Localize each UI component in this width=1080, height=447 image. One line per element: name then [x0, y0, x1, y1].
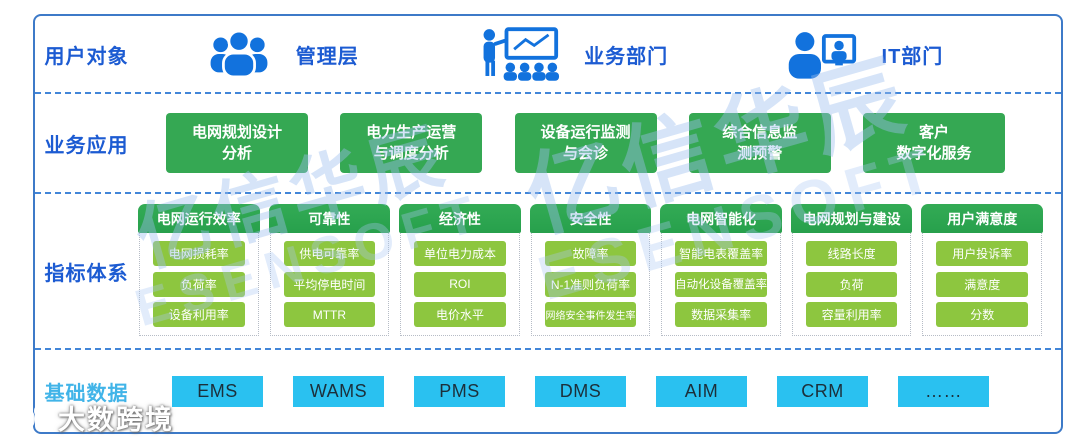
indicator-item: 用户投诉率: [936, 240, 1029, 266]
row-business-applications: 业务应用 电网规划设计 分析 电力生产运营 与调度分析 设备运行监测 与会诊 综…: [35, 94, 1061, 194]
row-label-users: 用户对象: [44, 45, 129, 68]
indicators-content: 电网运行效率 电网损耗率 负荷率 设备利用率 可靠性 供电可靠率 平均停电时间 …: [138, 194, 1061, 348]
indicator-item: 分数: [936, 302, 1029, 328]
indicator-body: 线路长度 负荷 容量利用率: [791, 233, 912, 336]
app-box-info-warning: 综合信息监 测预警: [688, 113, 831, 173]
indicator-column-grid-efficiency: 电网运行效率 电网损耗率 负荷率 设备利用率: [138, 204, 260, 336]
indicator-header: 用户满意度: [921, 204, 1044, 233]
user-group-label: 管理层: [295, 45, 359, 68]
applications-content: 电网规划设计 分析 电力生产运营 与调度分析 设备运行监测 与会诊 综合信息监 …: [138, 94, 1061, 192]
row-label-base-data: 基础数据: [44, 382, 129, 405]
base-box-dms: DMS: [535, 375, 626, 407]
indicator-item: 平均停电时间: [283, 271, 376, 297]
indicator-item: N-1准则负荷率: [544, 271, 637, 297]
indicator-item: 线路长度: [805, 240, 898, 266]
indicator-item: 网络安全事件发生率: [544, 302, 637, 328]
indicator-body: 故障率 N-1准则负荷率 网络安全事件发生率: [530, 233, 651, 336]
base-box-more: ……: [898, 375, 989, 407]
base-box-aim: AIM: [656, 375, 747, 407]
indicator-column-smart-grid: 电网智能化 智能电表覆盖率 自动化设备覆盖率 数据采集率: [660, 204, 782, 336]
app-box-production-dispatch: 电力生产运营 与调度分析: [340, 113, 483, 173]
app-box-grid-planning: 电网规划设计 分析: [166, 113, 308, 173]
user-group-label: 业务部门: [584, 45, 669, 68]
indicator-header: 电网智能化: [660, 204, 782, 233]
indicator-header: 经济性: [399, 204, 521, 233]
indicator-column-user-satisfaction: 用户满意度 用户投诉率 满意度 分数: [921, 204, 1044, 336]
row-base-data: 基础数据 EMS WAMS PMS DMS AIM CRM ……: [35, 350, 1061, 432]
base-box-pms: PMS: [414, 375, 505, 407]
indicator-item: 设备利用率: [153, 302, 245, 328]
indicator-item: 自动化设备覆盖率: [675, 271, 767, 297]
presentation-meeting-icon: [474, 26, 560, 82]
indicator-item: 故障率: [544, 240, 637, 266]
row-user-objects: 用户对象: [35, 16, 1061, 94]
base-box-wams: WAMS: [293, 375, 384, 407]
app-box-customer-digital: 客户 数字化服务: [863, 113, 1005, 173]
indicator-item: 电价水平: [414, 302, 506, 328]
base-data-content: EMS WAMS PMS DMS AIM CRM ……: [138, 350, 1061, 432]
indicator-body: 电网损耗率 负荷率 设备利用率: [139, 233, 259, 336]
user-group-business: 业务部门: [474, 26, 668, 82]
indicator-column-economy: 经济性 单位电力成本 ROI 电价水平: [399, 204, 521, 336]
indicator-item: ROI: [414, 271, 506, 297]
indicator-body: 单位电力成本 ROI 电价水平: [400, 233, 520, 336]
indicator-item: 负荷: [805, 271, 898, 297]
indicator-header: 可靠性: [268, 204, 391, 233]
app-box-equipment-monitoring: 设备运行监测 与会诊: [514, 113, 657, 173]
indicator-header: 安全性: [529, 204, 652, 233]
it-staff-icon: [784, 28, 858, 80]
indicator-header: 电网运行效率: [138, 204, 260, 233]
base-box-crm: CRM: [777, 375, 868, 407]
indicator-item: 单位电力成本: [414, 240, 506, 266]
indicator-body: 供电可靠率 平均停电时间 MTTR: [269, 233, 390, 336]
row-indicator-system: 指标体系 电网运行效率 电网损耗率 负荷率 设备利用率 可靠性 供电可靠率 平均…: [35, 194, 1061, 350]
indicator-item: 供电可靠率: [283, 240, 376, 266]
indicator-column-reliability: 可靠性 供电可靠率 平均停电时间 MTTR: [268, 204, 391, 336]
indicator-header: 电网规划与建设: [790, 204, 913, 233]
user-group-management: 管理层: [206, 29, 359, 79]
indicator-item: 满意度: [936, 271, 1029, 297]
indicator-body: 用户投诉率 满意度 分数: [922, 233, 1043, 336]
indicator-item: 负荷率: [153, 271, 245, 297]
user-group-it: IT部门: [784, 28, 944, 80]
diagram-frame: 用户对象: [33, 14, 1063, 434]
row-label-indicators: 指标体系: [44, 262, 129, 285]
indicator-item: MTTR: [283, 302, 376, 328]
base-box-ems: EMS: [172, 375, 263, 407]
row-label-applications: 业务应用: [44, 134, 129, 157]
users-content: 管理层: [138, 16, 1061, 92]
indicator-body: 智能电表覆盖率 自动化设备覆盖率 数据采集率: [661, 233, 781, 336]
management-team-icon: [206, 29, 272, 79]
indicator-item: 智能电表覆盖率: [675, 240, 767, 266]
indicator-item: 数据采集率: [675, 302, 767, 328]
indicator-item: 电网损耗率: [153, 240, 245, 266]
indicator-column-safety: 安全性 故障率 N-1准则负荷率 网络安全事件发生率: [529, 204, 652, 336]
indicator-item: 容量利用率: [805, 302, 898, 328]
user-group-label: IT部门: [881, 45, 944, 68]
indicator-column-planning-construction: 电网规划与建设 线路长度 负荷 容量利用率: [790, 204, 913, 336]
